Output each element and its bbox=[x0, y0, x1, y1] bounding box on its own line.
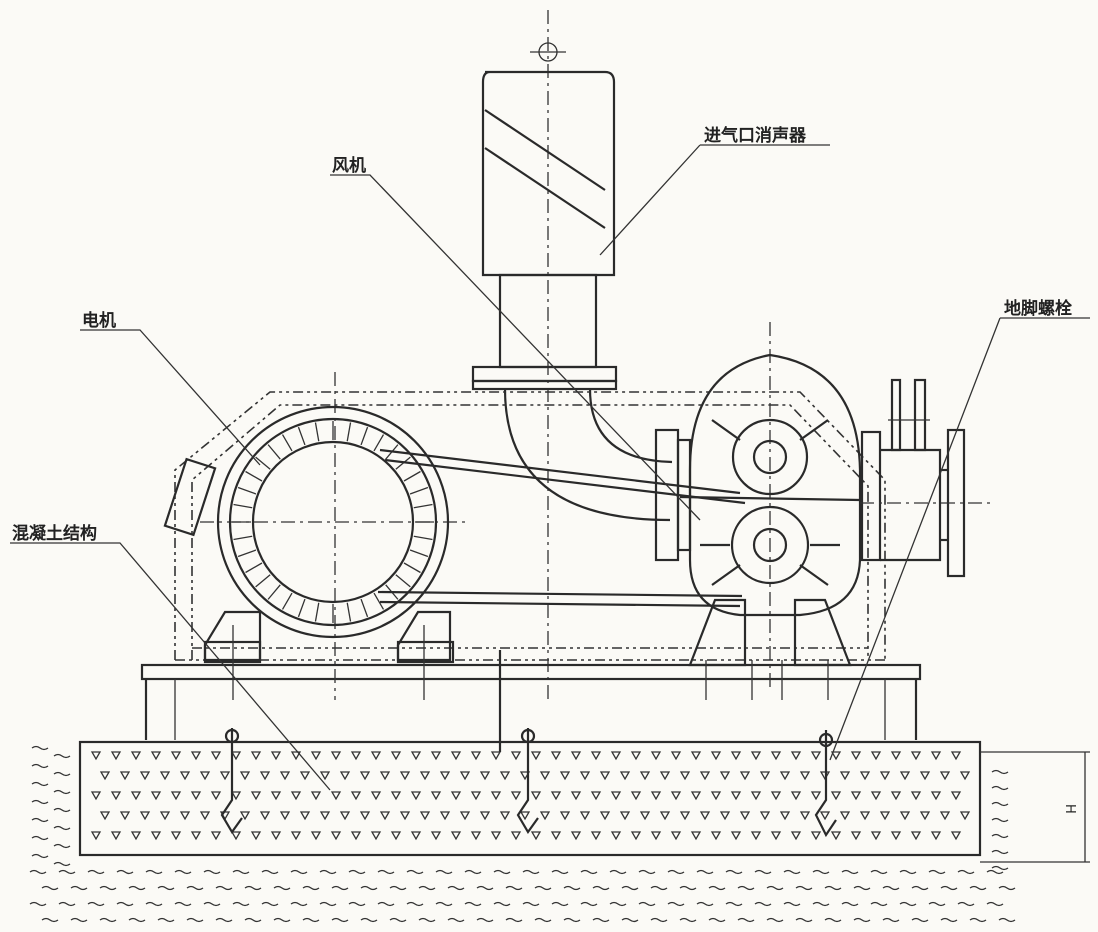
concrete-label: 混凝土结构 bbox=[12, 523, 97, 544]
anchor-bolt-label: 地脚螺栓 bbox=[1004, 298, 1072, 319]
motor-label: 电机 bbox=[82, 310, 116, 331]
leader-lines bbox=[10, 144, 1090, 791]
motor-cooling-fins bbox=[232, 421, 434, 623]
belt-guard bbox=[174, 391, 886, 661]
concrete-foundation bbox=[29, 740, 1090, 923]
blower-label: 风机 bbox=[332, 155, 366, 176]
blower bbox=[654, 322, 862, 700]
anchor-bolts bbox=[220, 728, 837, 838]
height-dimension-label: H bbox=[1062, 804, 1077, 814]
muffler-label: 进气口消声器 bbox=[704, 125, 807, 146]
soil-hatching bbox=[29, 745, 1016, 923]
concrete-aggregate-pattern bbox=[90, 751, 971, 841]
outlet-valve bbox=[860, 378, 990, 578]
base-frame bbox=[140, 650, 922, 752]
v-belts bbox=[377, 448, 861, 608]
motor bbox=[163, 372, 470, 700]
inlet-muffler bbox=[471, 10, 673, 700]
